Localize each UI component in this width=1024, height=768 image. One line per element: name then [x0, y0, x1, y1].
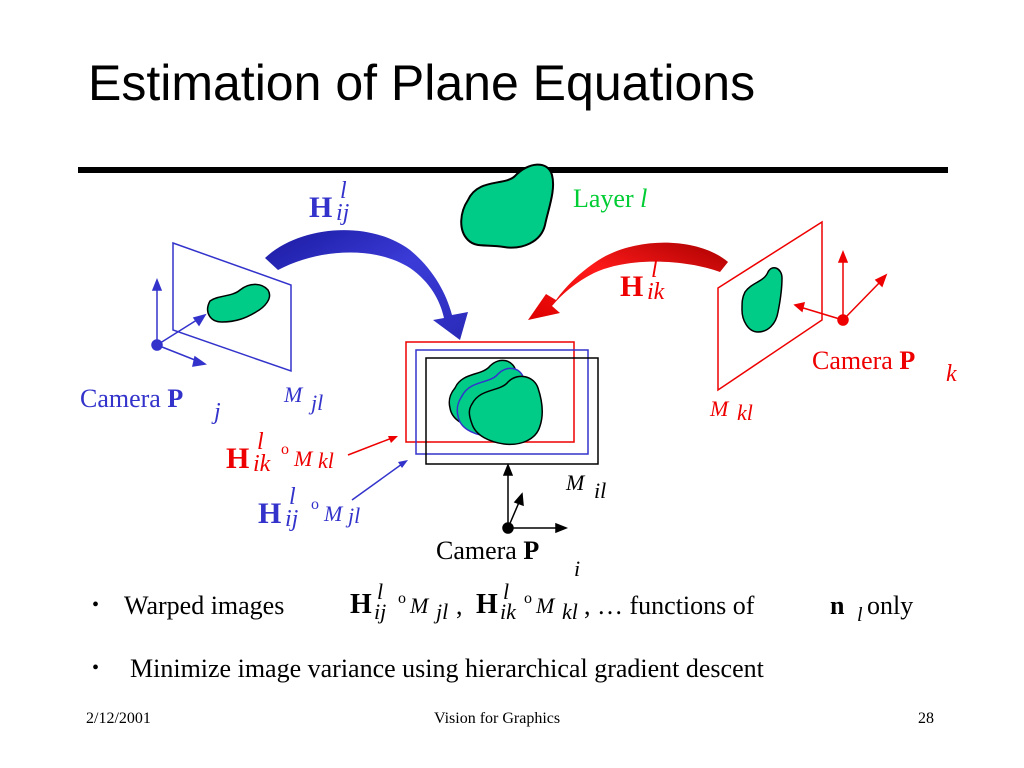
bullet-end-text: only	[867, 591, 914, 620]
pointer-hij-mjl	[351, 463, 403, 501]
bullet-tail-text: , … functions of	[584, 591, 755, 620]
compose-operator: o	[398, 590, 406, 607]
title-underline	[78, 167, 948, 173]
subscript-i: i	[574, 556, 581, 581]
superscript-l: l	[289, 484, 296, 510]
camera-pk-projected-shape	[741, 267, 783, 333]
bullet-minimize-variance: • Minimize image variance using hierarch…	[92, 656, 972, 692]
subscript-ij: ij	[374, 599, 387, 624]
bullet-marker: •	[92, 594, 100, 616]
P-symbol: P	[523, 536, 540, 565]
H-symbol: H	[258, 497, 282, 530]
camera-pj-label: Camera P j	[80, 386, 240, 426]
pointer-hik-mkl	[347, 437, 393, 456]
subscript-jl: jl	[348, 503, 361, 528]
warped-jl-frame	[415, 349, 589, 455]
subscript-ik: ik	[647, 279, 665, 305]
warped-kl-frame	[405, 341, 575, 443]
n-symbol: n	[830, 591, 845, 620]
subscript-kl: kl	[737, 400, 753, 425]
layer-label-var: l	[640, 184, 648, 213]
subscript-ik: ik	[500, 599, 516, 624]
compose-operator: o	[524, 590, 532, 607]
camera-pj-image-plane	[172, 241, 292, 373]
layer-shape	[460, 163, 555, 249]
composition-hij-mjl-label: H l ij o M jl	[258, 485, 388, 539]
superscript-l: l	[651, 257, 658, 283]
camera-word: Camera	[812, 346, 900, 375]
superscript-l: l	[503, 579, 510, 604]
slide-title: Estimation of Plane Equations	[88, 55, 756, 111]
camera-pk-image-plane	[717, 220, 823, 392]
camera-word: Camera	[80, 384, 168, 413]
H-symbol: H	[350, 589, 372, 620]
P-symbol: P	[167, 384, 184, 413]
pi-shape-front	[468, 375, 543, 446]
H-symbol: H	[309, 191, 333, 224]
camera-pi-axes	[502, 462, 569, 534]
footer-date: 2/12/2001	[86, 710, 151, 727]
subscript-j: j	[214, 399, 221, 425]
composition-hik-mkl-label: H l ik o M kl	[226, 430, 356, 484]
camera-pj-projected-shape	[206, 283, 271, 323]
matrix-mjl-label: M jl	[284, 384, 344, 420]
subscript-il: il	[594, 478, 607, 503]
P-symbol: P	[899, 346, 916, 375]
camera-pi-image-frame	[425, 357, 599, 465]
camera-word: Camera	[436, 536, 524, 565]
M-symbol: M	[566, 470, 585, 495]
M-symbol: M	[324, 501, 343, 526]
M-symbol: M	[284, 382, 303, 407]
subscript-ij: ij	[336, 200, 350, 226]
footer-page-number: 28	[918, 710, 934, 727]
subscript-jl: jl	[436, 599, 449, 624]
compose-operator: o	[281, 441, 289, 458]
layer-label: Layer l	[573, 186, 647, 212]
layer-label-word: Layer	[573, 184, 641, 213]
camera-pi-label: Camera P i	[436, 538, 596, 582]
red-warp-arrow	[528, 242, 728, 320]
subscript-ij: ij	[285, 506, 299, 532]
camera-pj-axes	[151, 277, 207, 367]
blue-warp-arrow	[265, 230, 468, 340]
superscript-l: l	[257, 429, 264, 455]
superscript-l: l	[377, 579, 384, 604]
bullet-text: Minimize image variance using hierarchic…	[130, 654, 764, 683]
subscript-kl: kl	[318, 448, 334, 473]
M-symbol: M	[294, 446, 313, 471]
subscript-k: k	[946, 361, 957, 387]
matrix-mkl-label: M kl	[710, 398, 770, 434]
subscript-kl: kl	[562, 599, 578, 624]
subscript-jl: jl	[311, 390, 324, 415]
M-symbol: M	[536, 593, 555, 618]
homography-hij-label: H l ij	[309, 179, 369, 233]
bullet-marker: •	[92, 657, 100, 679]
footer-center-text: Vision for Graphics	[434, 710, 561, 727]
separator: ,	[456, 591, 463, 620]
subscript-ik: ik	[253, 451, 271, 477]
superscript-l: l	[340, 178, 347, 204]
bullet-warped-images: • Warped images H l ij o M jl , H l ik o…	[92, 581, 952, 633]
bullet-lead-text: Warped images	[124, 591, 285, 620]
M-symbol: M	[410, 593, 429, 618]
homography-hik-label: H l ik	[620, 258, 680, 312]
H-symbol: H	[620, 270, 644, 303]
matrix-mil-label: M il	[566, 472, 626, 508]
H-symbol: H	[226, 442, 250, 475]
subscript-l: l	[857, 604, 863, 626]
compose-operator: o	[311, 496, 319, 513]
M-symbol: M	[710, 396, 729, 421]
camera-pk-label: Camera P k	[812, 348, 972, 388]
camera-pk-axes	[793, 249, 888, 326]
H-symbol: H	[476, 589, 498, 620]
